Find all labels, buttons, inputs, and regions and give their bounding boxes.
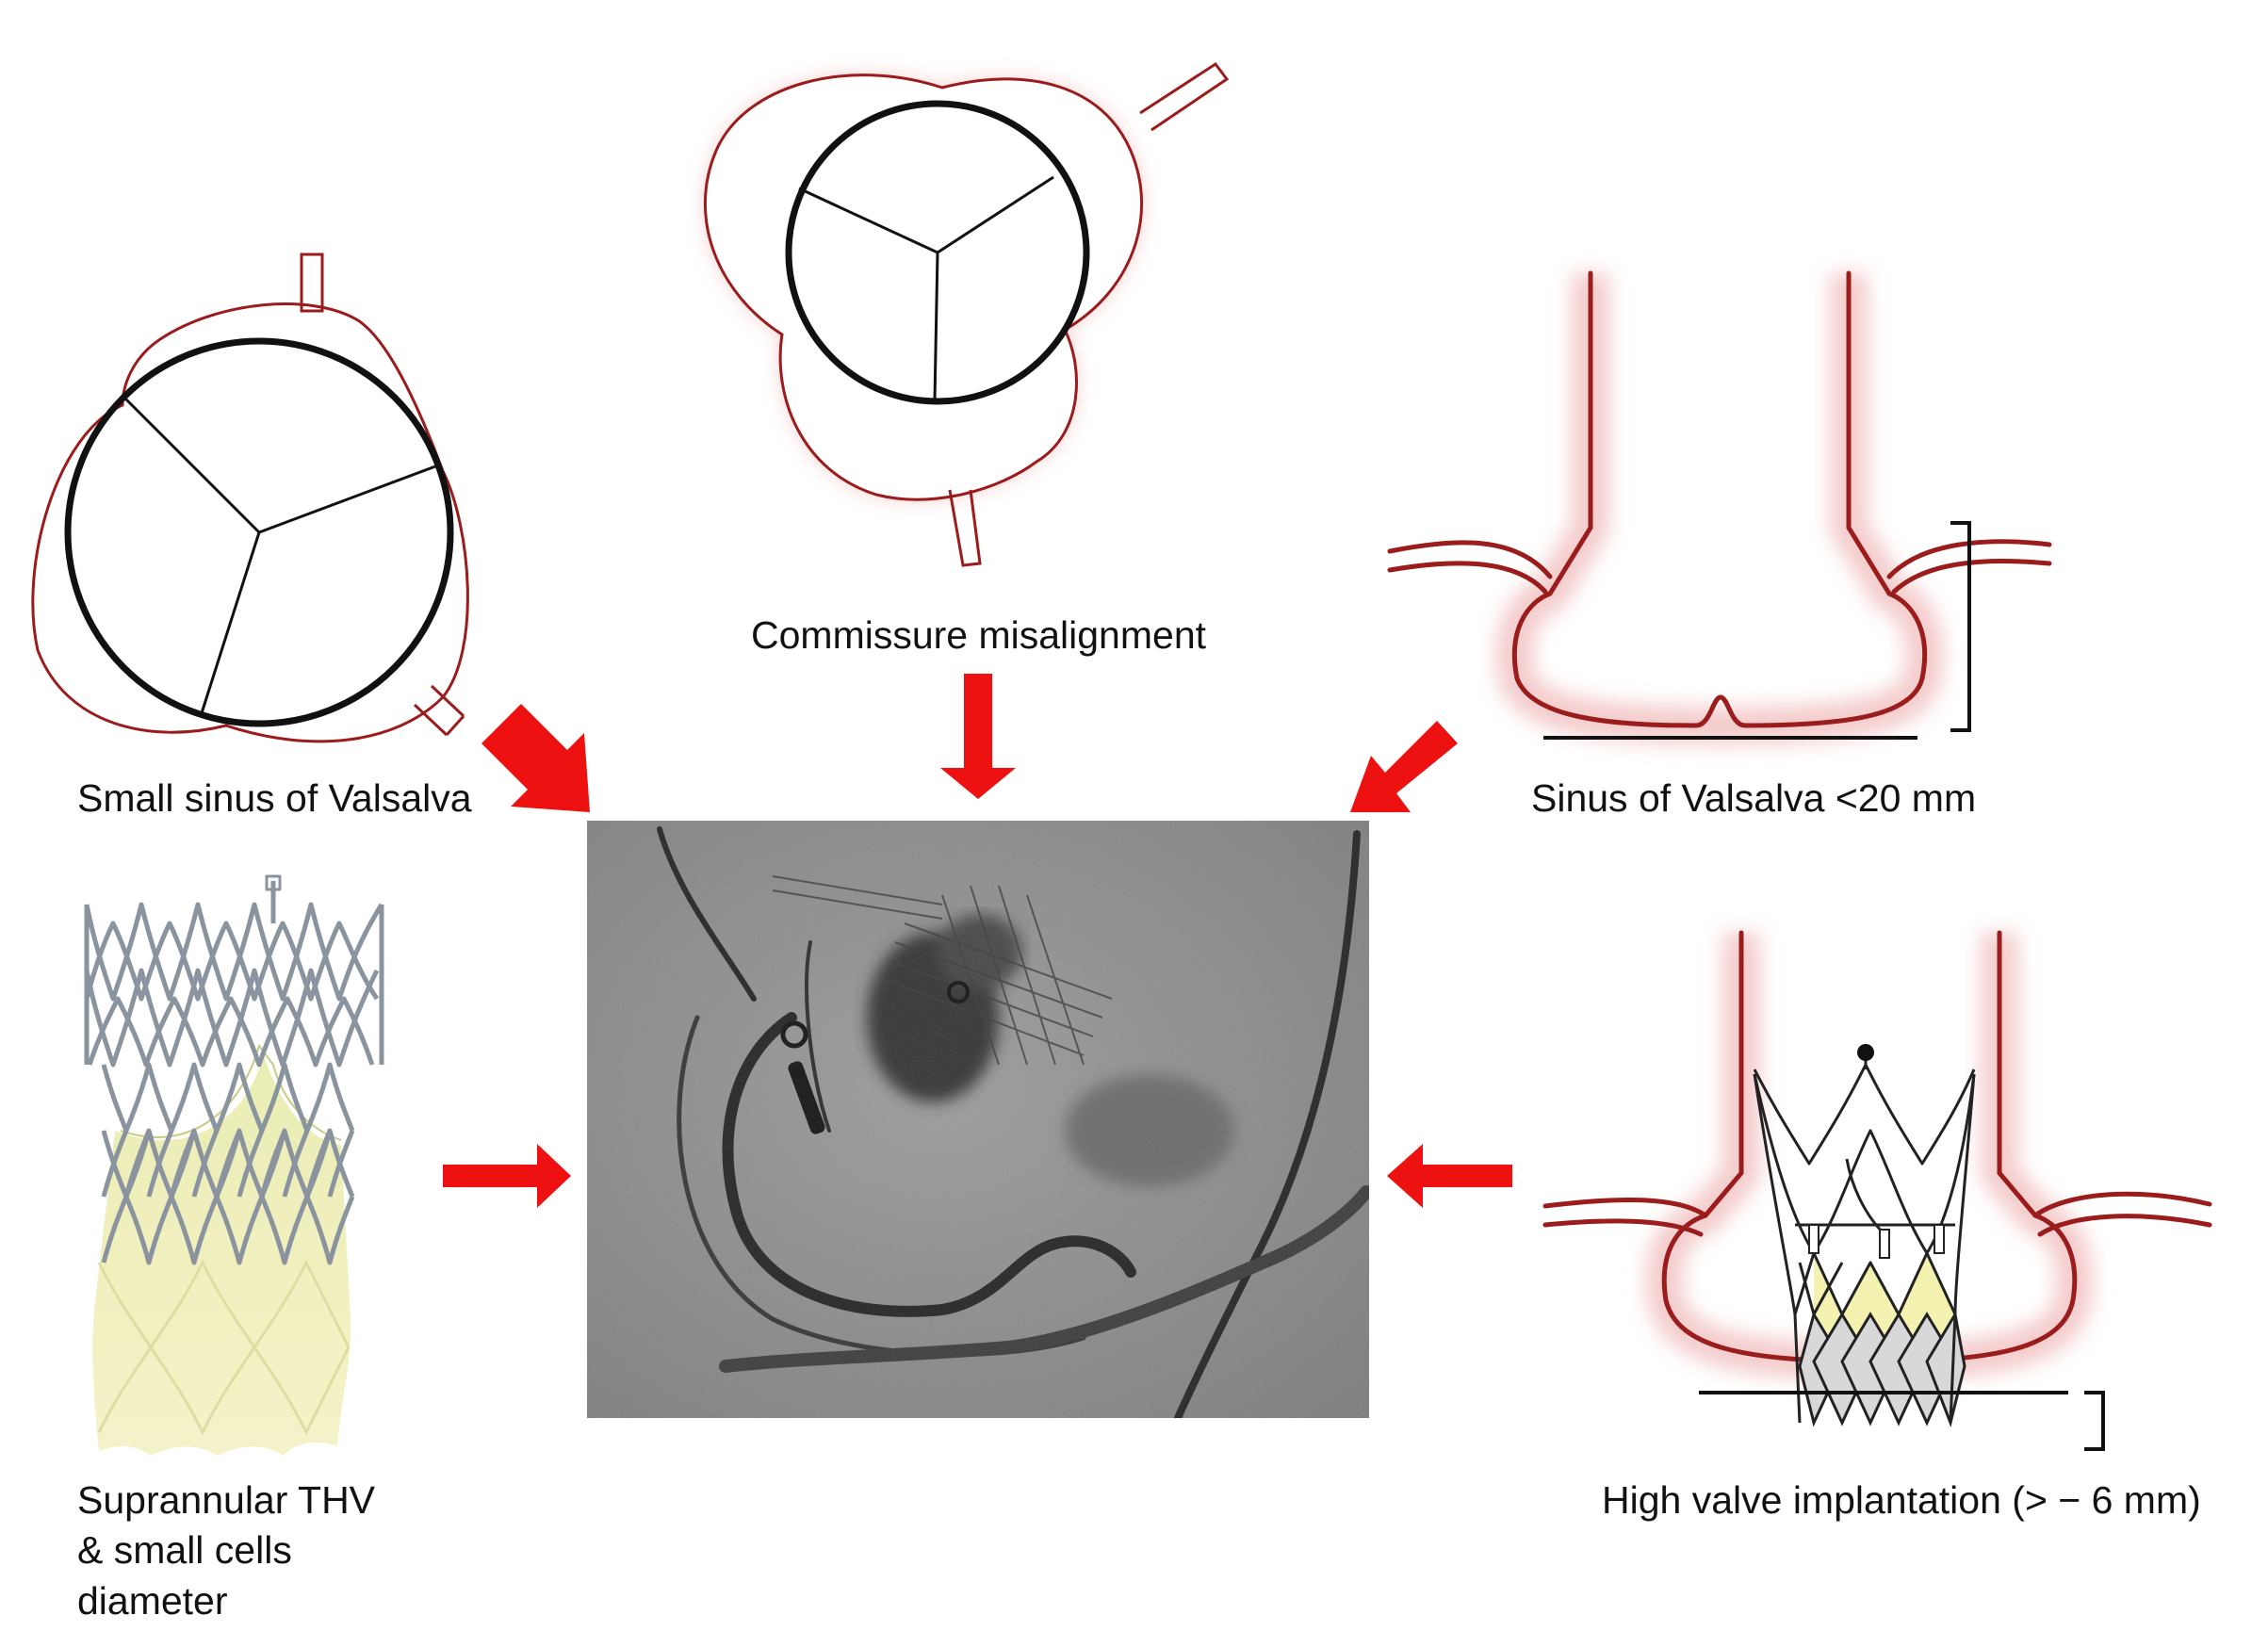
label-supraannular-thv-line1: Suprannular THV	[77, 1478, 376, 1522]
label-small-sinus: Small sinus of Valsalva	[77, 776, 472, 820]
aortic-root-cross-section-icon	[1387, 270, 2052, 745]
arrow-from-high-valve	[1387, 1144, 1512, 1208]
label-supraannular-thv-line2: & small cells	[77, 1528, 292, 1572]
fluoroscopy-angiogram-image	[587, 821, 1369, 1418]
label-supraannular-thv-line3: diameter	[77, 1579, 228, 1623]
arrow-from-stent	[443, 1144, 571, 1208]
high-implanted-valve-icon	[1542, 930, 2212, 1451]
label-high-valve-implantation: High valve implantation (> − 6 mm)	[1602, 1478, 2201, 1522]
transcatheter-heart-valve-stent	[84, 874, 384, 1456]
arrow-from-small-sinus	[481, 704, 590, 812]
valve-in-small-sinus-icon	[31, 253, 469, 743]
label-sinus-20mm: Sinus of Valsalva <20 mm	[1531, 776, 1977, 820]
arrow-from-sinus-20mm	[1350, 721, 1458, 812]
arrow-from-commissure	[940, 674, 1016, 799]
commissure-misalignment-icon	[703, 61, 1230, 567]
label-commissure-misalignment: Commissure misalignment	[751, 613, 1207, 657]
